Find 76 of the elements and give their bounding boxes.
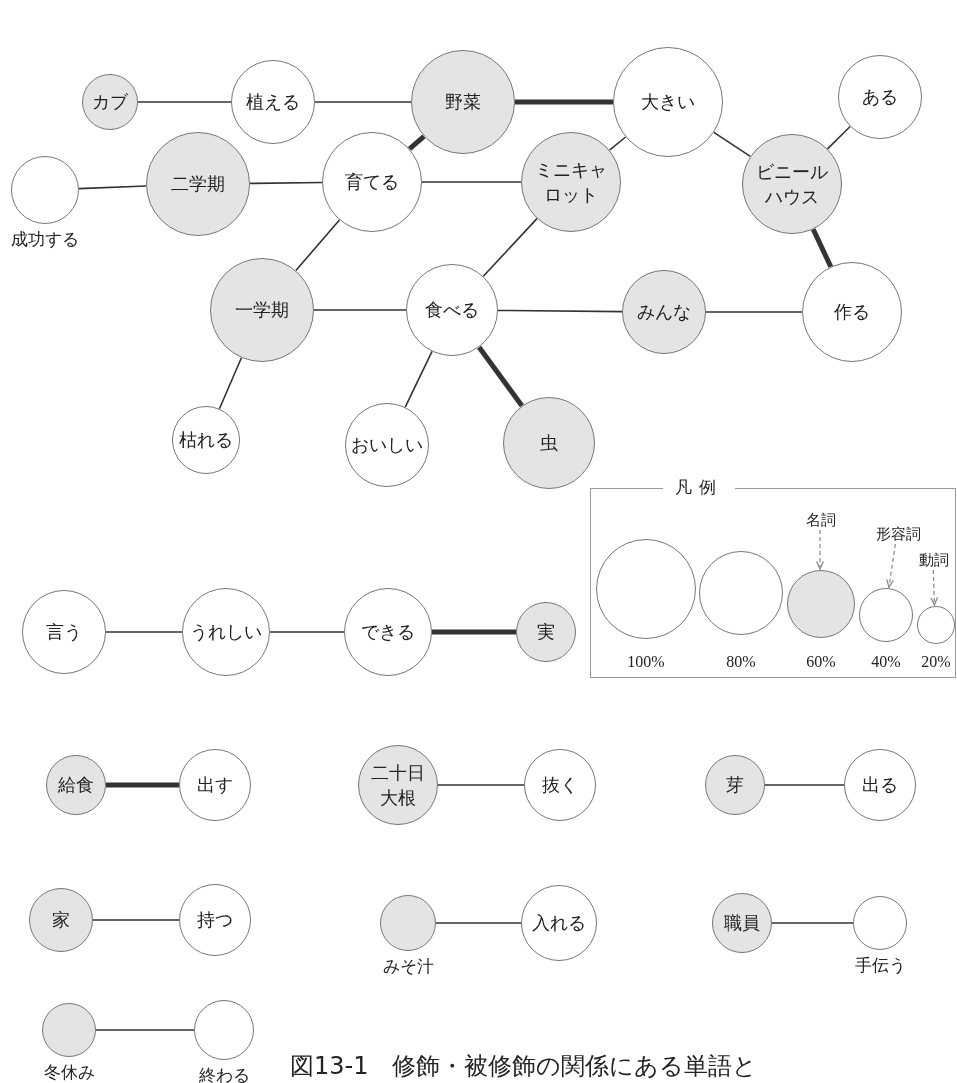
connector-line <box>515 99 613 105</box>
connector-line <box>95 1029 195 1031</box>
connector-line <box>771 922 854 924</box>
word-label: 職員 <box>723 911 761 936</box>
word-label: 言う <box>45 620 83 645</box>
percent-label: 100% <box>627 652 665 672</box>
connector-line <box>826 125 851 150</box>
leader-arrow <box>886 543 896 588</box>
word-label: 終わる <box>198 1064 250 1083</box>
word-label: 給食 <box>57 773 95 798</box>
word-label: 大きい <box>640 90 696 115</box>
connector-line <box>432 629 516 635</box>
word-label: 二学期 <box>170 172 226 197</box>
word-label: 育てる <box>344 170 400 195</box>
leader-arrow <box>816 529 824 570</box>
word-label: 枯れる <box>178 428 234 453</box>
connector-line <box>404 350 433 408</box>
percent-label: 80% <box>726 652 756 672</box>
connector-line <box>608 136 627 151</box>
figure-caption: 図13-1 修飾・被修飾の関係にある単語と <box>290 1051 758 1082</box>
connector-line <box>313 309 407 311</box>
connector-line <box>137 101 232 103</box>
connector-line <box>705 311 803 313</box>
connector-line <box>105 631 183 633</box>
word-label: 食べる <box>424 298 480 323</box>
connector-line <box>810 228 834 268</box>
leader-arrow <box>930 569 939 606</box>
connector-line <box>106 782 179 788</box>
connector-line <box>314 101 412 103</box>
connector-line <box>218 356 243 410</box>
connector-line <box>477 345 524 408</box>
connector-line <box>435 922 522 924</box>
connector-line <box>482 217 538 278</box>
word-label: 成功する <box>11 228 79 251</box>
word-label: 植える <box>245 90 301 115</box>
part-of-speech-label: 名詞 <box>801 509 841 531</box>
word-label: 手伝う <box>854 954 906 977</box>
connector-line <box>713 131 752 158</box>
connector-line <box>269 631 345 633</box>
word-label: みそ汁 <box>382 955 434 978</box>
part-of-speech-label: 形容詞 <box>869 523 927 545</box>
word-label: できる <box>360 620 416 645</box>
percent-label: 60% <box>806 652 836 672</box>
word-label: 抜く <box>541 773 579 798</box>
word-label: 冬休み <box>43 1061 95 1083</box>
word-label: 芽 <box>725 773 745 798</box>
word-label: 二十日大根 <box>370 760 426 810</box>
word-label: ビニールハウス <box>755 159 829 209</box>
connector-line <box>407 134 426 151</box>
word-label: 野菜 <box>444 90 482 115</box>
connector-line <box>295 219 341 272</box>
connector-line <box>764 784 845 786</box>
connector-line <box>78 185 147 190</box>
word-label: 家 <box>51 908 71 933</box>
word-label: 一学期 <box>234 298 290 323</box>
word-label: 持つ <box>196 908 234 933</box>
word-label: 実 <box>536 620 556 645</box>
word-label: 出る <box>861 773 899 798</box>
connector-line <box>497 309 623 313</box>
word-label: カブ <box>91 90 129 115</box>
word-label: 作る <box>833 300 871 325</box>
word-label: 出す <box>196 773 234 798</box>
connector-line <box>249 181 323 185</box>
percent-label: 40% <box>871 652 901 672</box>
word-label: うれしい <box>189 620 263 645</box>
word-label: ある <box>861 85 899 110</box>
word-label: おいしい <box>350 433 424 458</box>
word-label: みんな <box>636 300 692 325</box>
connector-line <box>437 784 525 786</box>
word-label: 虫 <box>539 431 559 456</box>
connector-line <box>92 919 180 921</box>
word-label: 入れる <box>531 911 587 936</box>
word-label: ミニキャロット <box>534 157 608 207</box>
connector-line <box>421 181 522 183</box>
percent-label: 20% <box>921 652 951 672</box>
part-of-speech-label: 動詞 <box>913 549 955 571</box>
